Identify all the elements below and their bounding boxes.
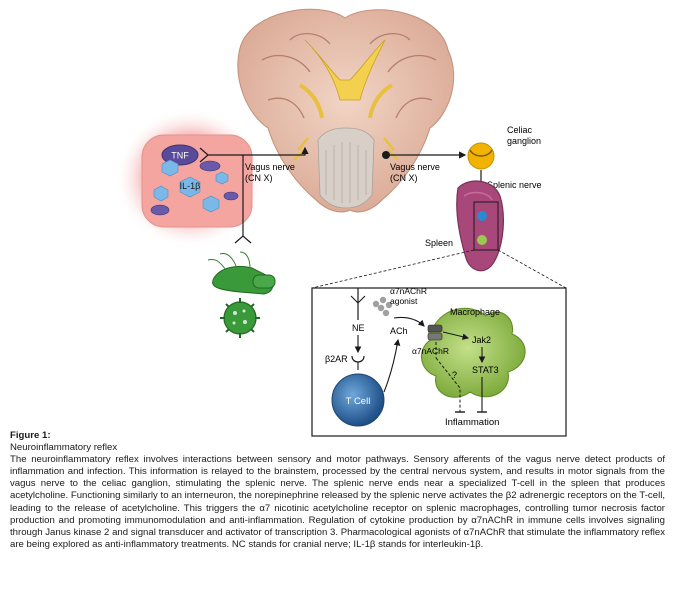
macrophage-cell [421,307,526,398]
macrophage-label: Macrophage [450,307,500,317]
receptor-to-jak2-arrow [442,331,470,340]
neuroinflammatory-reflex-figure: TNF IL-1β Vagus nerve (CN X) Vagus nerve… [115,8,567,437]
celiac-ganglion [467,142,495,170]
agonist-label-line2: agonist [390,296,418,306]
vagus-nerve-left-label: Vagus nerve [245,162,295,172]
caption-subtitle: Neuroinflammatory reflex [10,442,118,454]
inflammation-label: Inflammation [445,417,499,428]
caption-title: Figure 1: [10,430,51,441]
spleen [456,180,504,272]
agonist-arrow [393,316,425,327]
cn-x-right-label: (CN X) [390,173,418,183]
spleen-label: Spleen [425,238,453,248]
bacteria-illustration [207,251,276,295]
dashed-inhibition-path [435,342,461,412]
vagus-nerve-right-label: Vagus nerve [390,162,440,172]
tnf-cell: TNF [161,144,199,166]
agonist-label-line1: α7nAChR [390,286,427,296]
tnf-label: TNF [171,151,189,161]
celiac-label-line1: Celiac [507,125,533,135]
question-mark-label: ? [452,370,457,380]
ach-label: ACh [390,326,408,336]
ach-arrow [383,338,401,393]
brainstem-illustration [237,8,455,213]
afferent-vagus-nerve [208,146,309,156]
b2ar-label: β2AR [325,354,348,364]
cn-x-left-label: (CN X) [245,173,273,183]
spleen-zoom-box [473,201,499,251]
ne-label: NE [352,323,365,333]
zoom-lines [311,249,567,289]
celiac-label-line2: ganglion [507,136,541,146]
bacteria-receptor-ending [234,235,252,244]
nerve-terminal-ending [350,295,366,304]
stat3-label: STAT3 [472,365,499,375]
receptor-label: α7nAChR [412,346,449,356]
splenic-nerve-label: Splenic nerve [487,180,542,190]
a7nachr-receptor [427,324,443,341]
il1b-label: IL-1β [180,181,201,191]
il1b-cells: IL-1β [150,159,239,216]
caption-body: The neuroinflammatory reflex involves in… [10,454,665,550]
t-cell-label: T Cell [346,396,371,407]
virus-illustration [220,298,260,338]
figure-caption: Figure 1: Neuroinflammatory reflex The n… [10,430,665,551]
t-cell [331,373,385,427]
agonist-molecules [372,296,393,317]
jak2-label: Jak2 [472,335,491,345]
